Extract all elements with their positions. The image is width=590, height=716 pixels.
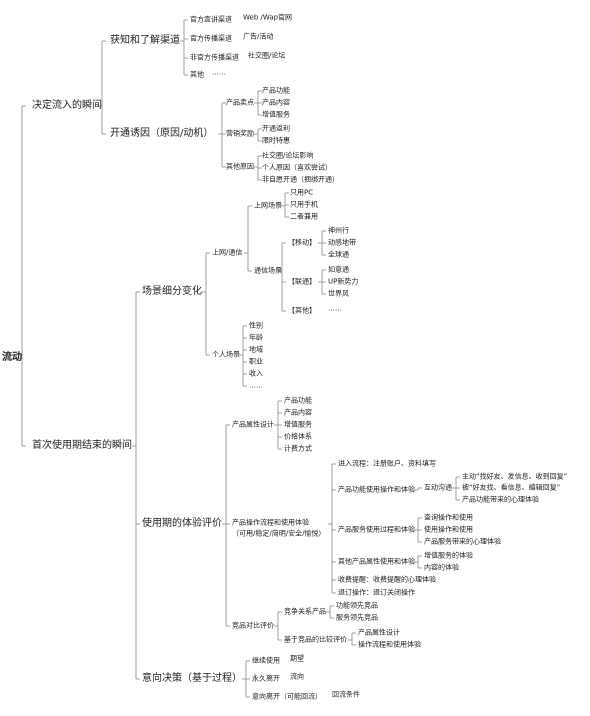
node-attr-item: 计费方式 [284, 444, 312, 453]
node-others: 【其他】 [288, 306, 316, 315]
node-func-psych: 产品功能带来的心理体验 [462, 495, 539, 504]
node-attr-item: 价格体系 [284, 432, 312, 441]
node-func-ops: 产品功能使用操作和体验 [338, 485, 415, 494]
node-personal-item: …… [249, 381, 263, 390]
node-mobile: 【移动】 [288, 238, 316, 247]
node-marketing-item: 限时特惠 [262, 136, 290, 145]
node-leave-forever: 永久离开 [252, 674, 280, 683]
node-may-return: 意向离开（可能回流） [252, 692, 322, 701]
node-entry-flow: 进入流程：注册账户、资料填写 [338, 459, 436, 468]
node-other-attr: 其他产品属性使用和体验 [338, 557, 415, 566]
node-leave-detail: 流向 [290, 672, 304, 681]
node-comm-scene: 通信场景 [254, 266, 282, 275]
node-official-media-detail: 广告/活动 [243, 32, 274, 41]
node-channels: 获知和了解渠道 [110, 35, 180, 46]
node-personal: 个人场景 [212, 350, 240, 359]
node-rival-products: 竞争关系产品 [284, 607, 326, 616]
node-other-reasons: 其他原因 [226, 162, 254, 171]
node-unicom-item: 如意通 [328, 265, 349, 274]
node-passive-interaction: 被“好友找、看信息、编辑回复” [462, 483, 561, 492]
node-ops-flow: 产品操作流程和使用体验 [232, 518, 309, 527]
node-network: 上网/通信 [212, 248, 243, 257]
node-other-reason-item: 非自愿开通（捆绑开通） [262, 175, 339, 184]
node-selling-item: 产品内容 [262, 98, 290, 107]
node-personal-item: 地域 [249, 345, 263, 354]
node-service-item: 产品服务带来的心理体验 [424, 537, 501, 546]
node-channels-other: 其他 [190, 70, 204, 79]
node-attr-item: 产品功能 [284, 396, 312, 405]
node-online-item: 只用PC [290, 188, 314, 197]
node-active-interaction: 主动“找好友、发信息、收到回复” [462, 472, 568, 481]
node-attr-design: 产品属性设计 [232, 420, 274, 429]
node-service-ops: 产品服务使用过程和体验 [338, 525, 415, 534]
node-experience: 使用期的体验评价 [142, 518, 222, 529]
node-marketing: 营销奖励 [226, 129, 254, 138]
node-motive: 开通诱因（原因/动机） [110, 128, 214, 139]
node-official-media: 官方传播渠道 [190, 34, 232, 43]
node-other-attr-item: 内容的体验 [424, 563, 459, 572]
node-unicom-item: 世界风 [328, 289, 349, 298]
node-unicom-item: UP新势力 [328, 277, 359, 286]
node-personal-item: 性别 [249, 321, 263, 330]
node-personal-item: 职业 [249, 357, 263, 366]
node-compare: 基于竞品的比较评价 [284, 635, 347, 644]
node-selling-item: 产品功能 [262, 86, 290, 95]
node-attr-item: 产品内容 [284, 408, 312, 417]
node-official-promo: 官方宣讲渠道 [190, 15, 232, 24]
node-attr-item: 增值服务 [284, 420, 312, 429]
root-node: 流动 [2, 352, 22, 363]
node-online-scene: 上网场景 [254, 201, 282, 210]
node-interaction: 互动沟通 [424, 483, 452, 492]
node-official-promo-detail: Web /Wap官网 [243, 13, 293, 22]
node-rival-item: 功能领先竞品 [336, 601, 378, 610]
node-other-reason-item: 个人原因（喜欢尝试） [262, 163, 332, 172]
node-service-item: 查询操作和使用 [424, 513, 473, 522]
node-return-detail: 回流条件 [332, 690, 360, 699]
node-channels-other-detail: …… [212, 68, 226, 77]
node-competitor: 竞品对比评价 [232, 621, 274, 630]
node-online-item: 二者兼用 [290, 212, 318, 221]
node-scene: 场景细分变化 [142, 286, 202, 297]
node-personal-item: 收入 [249, 369, 263, 378]
node-marketing-item: 开通返利 [262, 124, 290, 133]
node-compare-item: 产品属性设计 [358, 628, 400, 637]
node-selling-item: 增值服务 [262, 110, 290, 119]
node-service-item: 使用操作和使用 [424, 525, 473, 534]
node-decide-moment: 决定流入的瞬间 [32, 100, 102, 111]
node-rival-item: 服务领先竞品 [336, 613, 378, 622]
node-unsubscribe: 退订操作：退订关闭操作 [338, 588, 415, 597]
node-compare-item: 操作流程和使用体验 [358, 640, 421, 649]
node-intent: 意向决策（基于过程） [142, 673, 242, 684]
node-continue-use: 继续使用 [252, 656, 280, 665]
node-mobile-item: 动感地带 [328, 238, 356, 247]
node-ops-flow-sub: （可用/稳定/简明/安全/愉悦） [232, 529, 326, 538]
node-selling-points: 产品卖点 [226, 98, 254, 107]
node-mobile-item: 全球通 [328, 250, 349, 259]
node-continue-detail: 期望 [290, 654, 304, 663]
node-unofficial-media: 非官方传播渠道 [190, 53, 239, 62]
node-unofficial-media-detail: 社交圈/论坛 [248, 51, 286, 60]
node-online-item: 只用手机 [290, 200, 318, 209]
node-fee-notice: 收费提醒：收费提醒的心理体验 [338, 575, 436, 584]
node-first-use-end: 首次使用期结束的瞬间 [32, 440, 132, 451]
node-mobile-item: 神州行 [328, 226, 349, 235]
node-other-reason-item: 社交圈/论坛影响 [262, 151, 314, 160]
node-others-detail: …… [328, 304, 342, 313]
node-unicom: 【联通】 [288, 277, 316, 286]
node-other-attr-item: 增值服务的体验 [424, 551, 473, 560]
node-personal-item: 年龄 [249, 333, 263, 342]
